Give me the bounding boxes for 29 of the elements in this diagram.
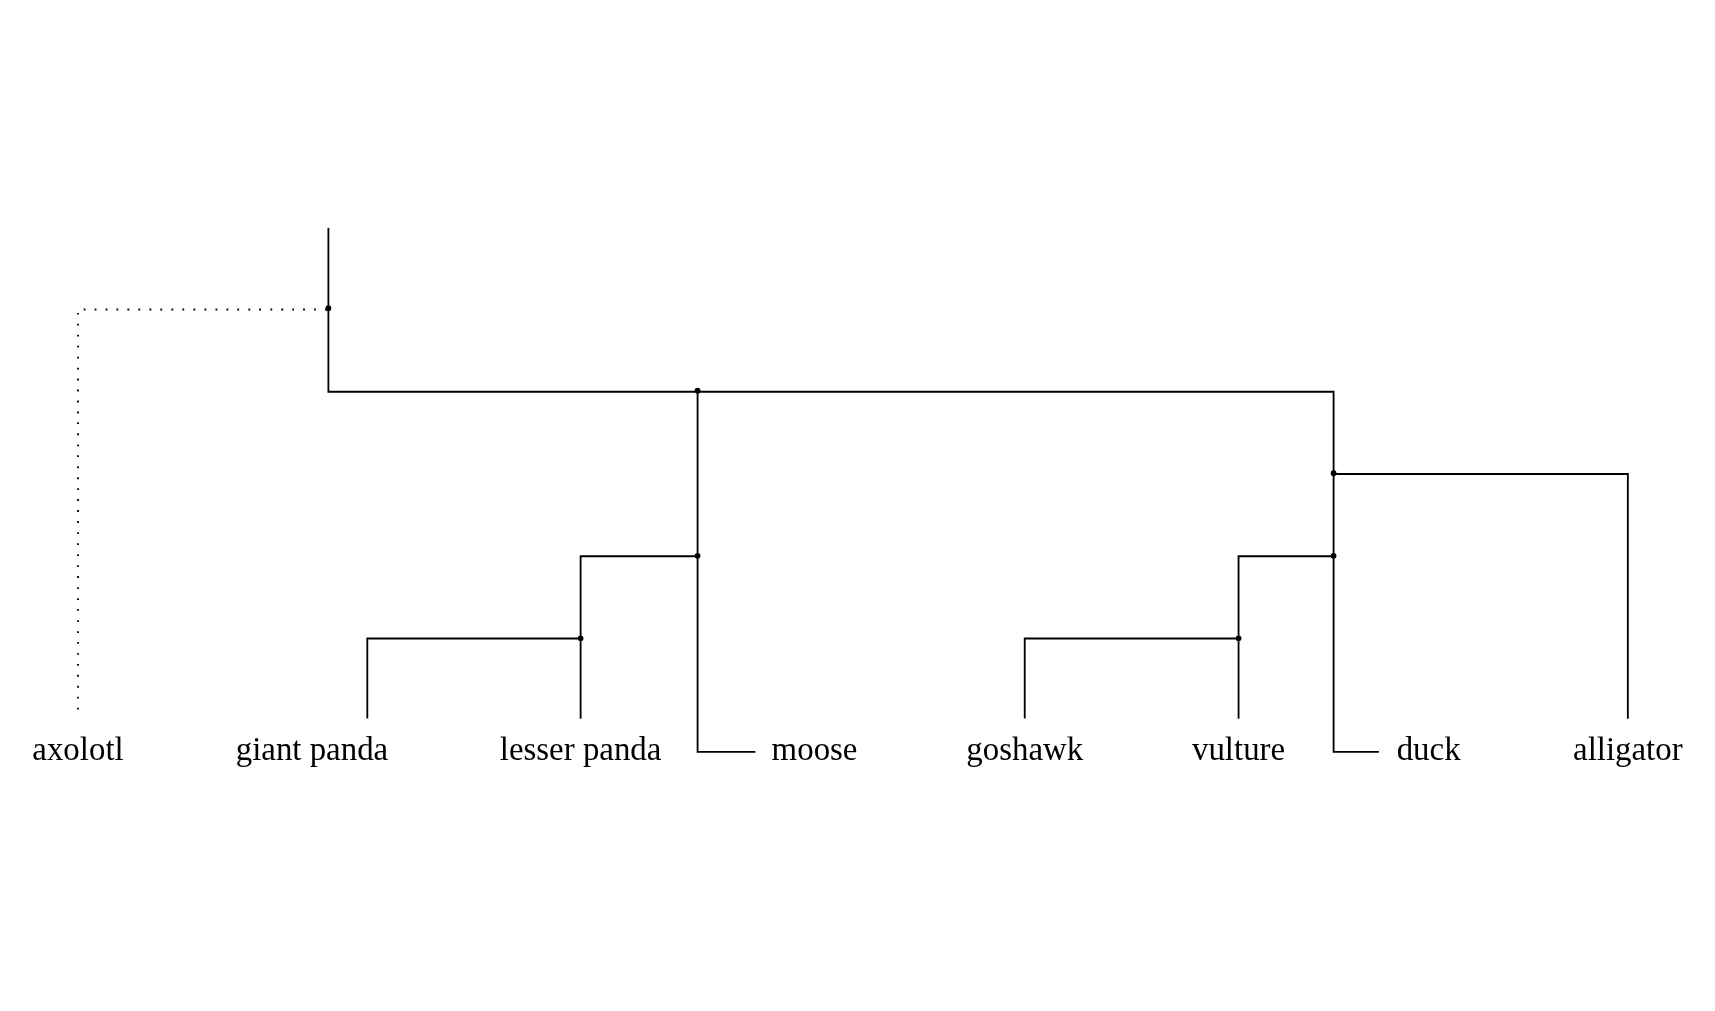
node-text: vulture xyxy=(1192,730,1286,767)
connector xyxy=(579,555,697,638)
connector xyxy=(366,637,580,720)
connector xyxy=(1237,555,1333,638)
node-point xyxy=(1330,470,1337,477)
connector xyxy=(696,392,699,555)
node-text: giant panda xyxy=(235,730,389,767)
node-text: moose xyxy=(771,730,858,767)
connector xyxy=(698,390,1335,473)
node-point xyxy=(577,635,584,642)
connector xyxy=(327,226,330,307)
connector xyxy=(579,640,582,720)
node-point xyxy=(1235,635,1242,642)
node-point xyxy=(694,387,701,394)
node-text: axolotl xyxy=(32,730,124,767)
connector xyxy=(1332,474,1335,555)
node-point xyxy=(325,305,332,312)
node-text: lesser panda xyxy=(499,730,662,767)
connector xyxy=(1023,637,1238,720)
node-text: duck xyxy=(1396,730,1461,767)
node-text: goshawk xyxy=(966,730,1084,767)
connector xyxy=(1334,473,1629,720)
node-point xyxy=(1330,552,1337,559)
connector xyxy=(1237,640,1240,720)
node-text: alligator xyxy=(1573,730,1683,767)
connector xyxy=(1332,557,1380,753)
connector xyxy=(696,557,757,753)
connector xyxy=(327,309,697,393)
node-point xyxy=(694,552,701,559)
